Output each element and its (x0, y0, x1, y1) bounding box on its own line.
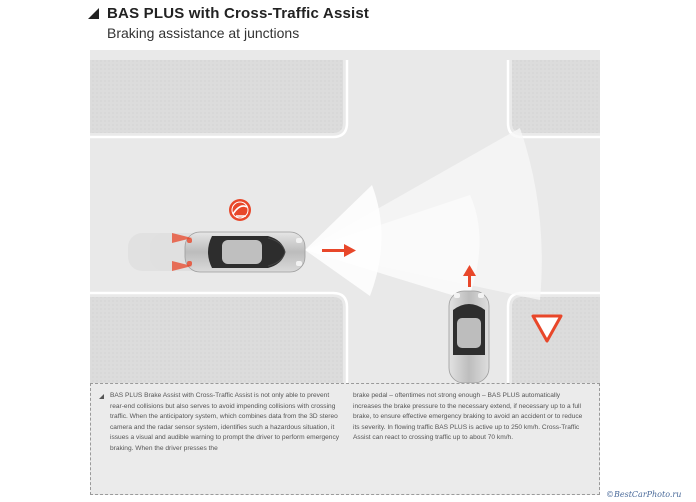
camera-beam (305, 195, 480, 300)
title-row: BAS PLUS with Cross-Traffic Assist (88, 5, 369, 22)
block-bottom-left (90, 297, 343, 383)
main-car (184, 231, 306, 273)
direction-arrow-right (322, 244, 356, 257)
near-cone (305, 185, 382, 296)
block-top-right (512, 60, 600, 133)
description-column-2: brake pedal – oftentimes not strong enou… (353, 392, 583, 441)
sidewalk-blocks (90, 60, 600, 383)
triangle-bullet-icon (88, 8, 99, 19)
brake-warning-icon (229, 199, 251, 221)
block-bottom-right (512, 297, 600, 383)
watermark: ©BestCarPhoto.ru (606, 490, 682, 499)
description-panel: BAS PLUS Brake Assist with Cross-Traffic… (90, 383, 600, 495)
description-column-1: BAS PLUS Brake Assist with Cross-Traffic… (110, 392, 340, 452)
yield-sign-icon (531, 314, 563, 343)
brake-light-glow (172, 233, 192, 271)
page-title: BAS PLUS with Cross-Traffic Assist (107, 5, 370, 22)
page-subtitle: Braking assistance at junctions (107, 25, 300, 41)
triangle-bullet-icon (99, 394, 104, 399)
direction-arrow-up (463, 265, 476, 287)
crossing-car (448, 290, 490, 384)
block-top-left (90, 60, 343, 133)
